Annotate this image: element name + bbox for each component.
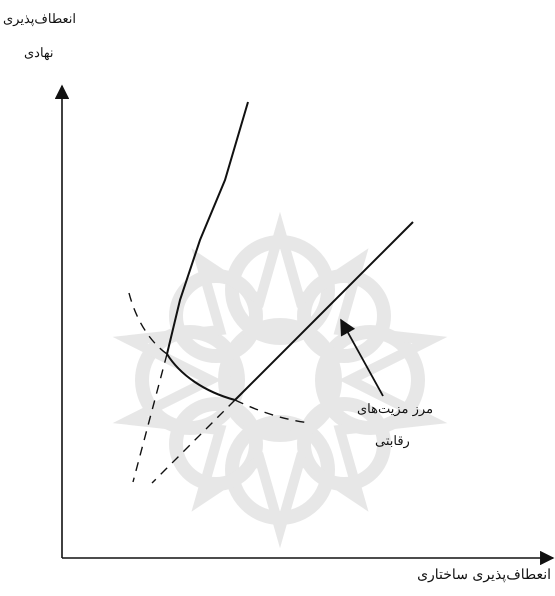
dashed-curve-right [234,399,311,424]
y-axis-label-line-1: انعطاف‌پذیری [2,12,76,27]
watermark-rosette [112,211,448,549]
steep-solid-line [166,101,249,355]
dashed-curve-left [128,292,168,355]
shallow-dashed-extension [151,399,236,484]
frontier-label-line-1: مرز مزیت‌های [357,402,434,417]
frontier-pointer-arrow [340,318,384,397]
y-axis-label-line-2: نهادی [24,46,54,61]
shallow-solid-line [234,221,414,401]
frontier-curve [166,353,236,401]
x-axis-label: انعطاف‌پذیری ساختاری [417,567,551,583]
steep-dashed-extension [132,353,168,483]
frontier-label-line-2: رقابتی [375,434,410,449]
